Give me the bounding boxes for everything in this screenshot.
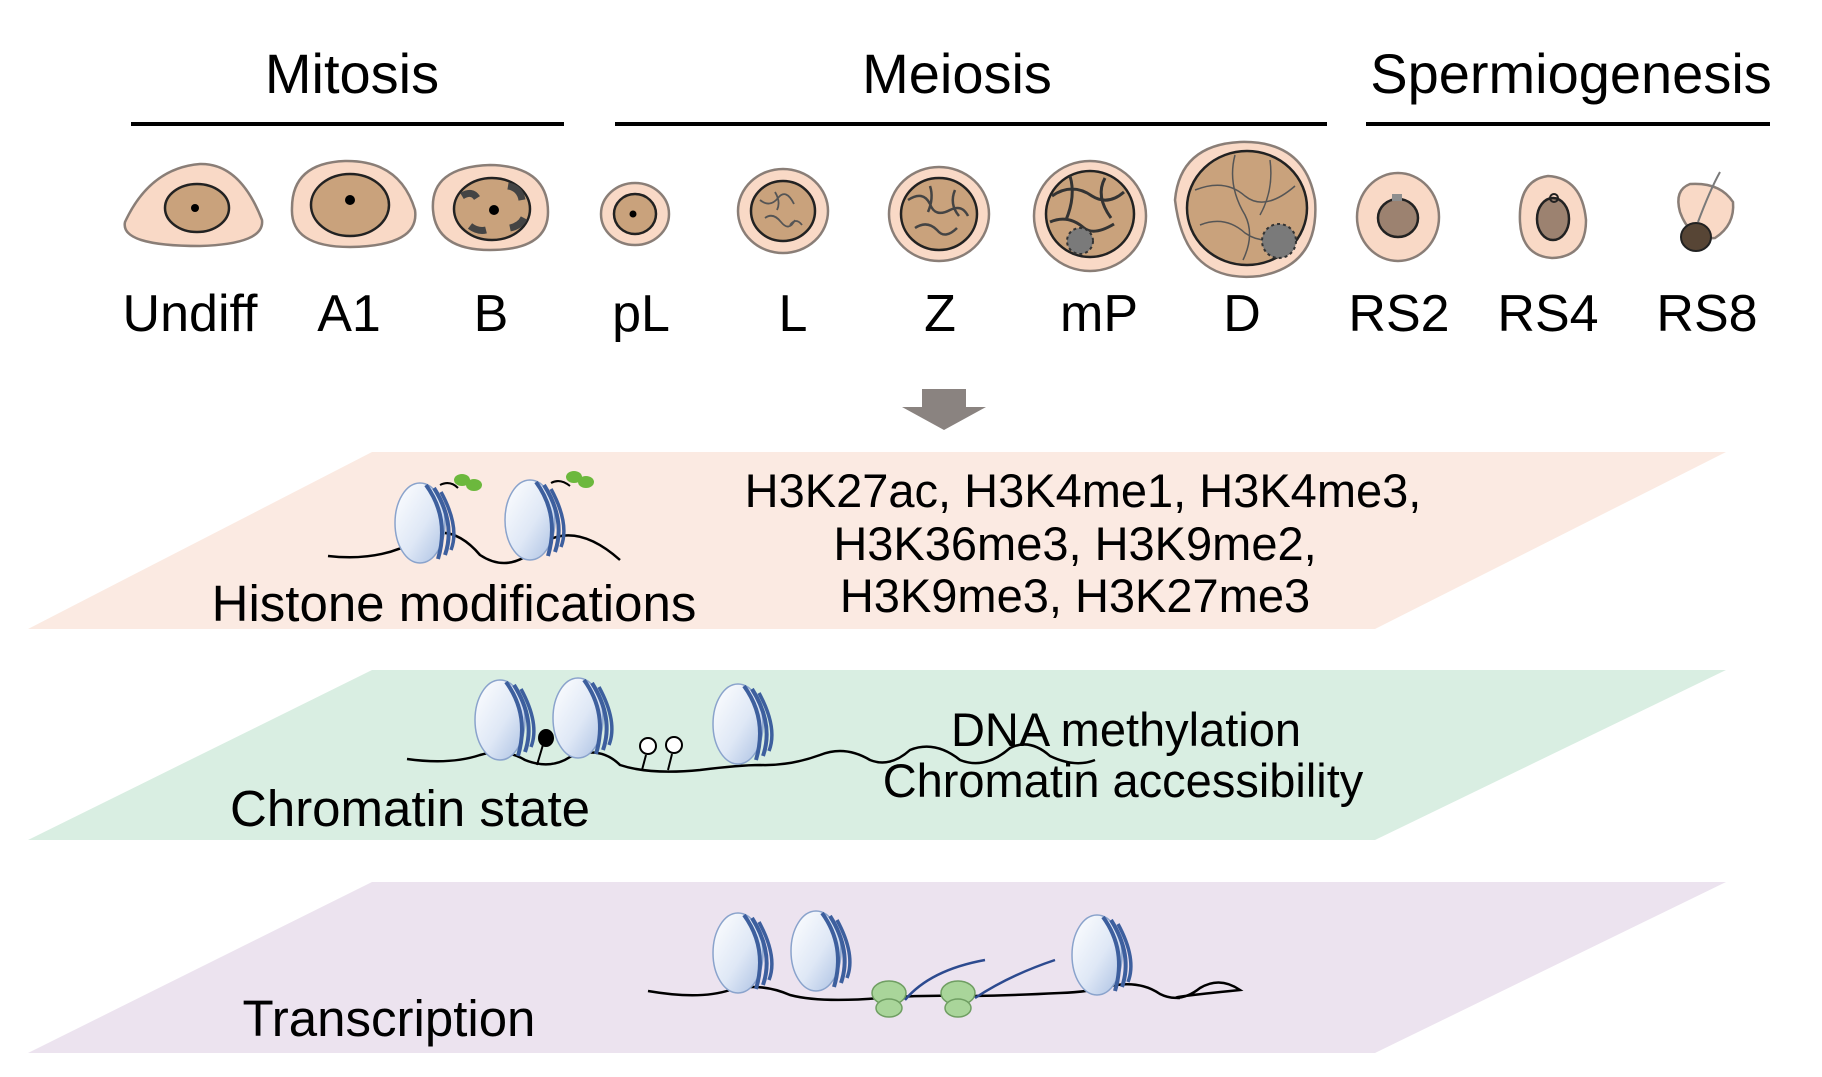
cell-row bbox=[123, 140, 1735, 279]
layer-transcription: Transcription bbox=[28, 882, 1726, 1053]
layer-plane-transcription bbox=[28, 882, 1726, 1053]
cell-z bbox=[887, 165, 991, 263]
stage-label: A1 bbox=[317, 285, 381, 343]
stage-label: pL bbox=[612, 285, 670, 343]
histone-mark-icon bbox=[454, 471, 594, 491]
phase-label-meiosis: Meiosis bbox=[862, 42, 1052, 105]
stage-label: D bbox=[1223, 285, 1261, 343]
layer-histone-modifications: Histone modifications H3K27ac, H3K4me1, … bbox=[28, 452, 1726, 632]
cell-rs4 bbox=[1518, 174, 1588, 260]
cell-undiff bbox=[123, 162, 264, 248]
layer-title-transcription: Transcription bbox=[243, 990, 536, 1047]
nucleosome-icon bbox=[406, 676, 1096, 773]
histone-marks-line-1: H3K27ac, H3K4me1, H3K4me3, bbox=[745, 464, 1422, 517]
nucleosome-icon bbox=[647, 909, 1244, 1002]
stage-labels: Undiff A1 B pL L Z mP D RS2 RS4 RS8 bbox=[123, 285, 1758, 343]
rna-transcript-icon bbox=[904, 958, 1056, 1001]
layer-title-chromatin: Chromatin state bbox=[230, 780, 590, 837]
stage-label: L bbox=[779, 285, 808, 343]
stage-label: RS2 bbox=[1348, 285, 1449, 343]
stage-label: RS4 bbox=[1497, 285, 1598, 343]
cell-rs2 bbox=[1355, 171, 1441, 263]
down-arrow-icon bbox=[902, 389, 986, 430]
layer-plane-chromatin bbox=[28, 670, 1726, 840]
histone-marks-line-3: H3K9me3, H3K27me3 bbox=[840, 569, 1310, 622]
stage-label: Z bbox=[924, 285, 956, 343]
cell-a1 bbox=[290, 159, 417, 249]
stage-label: Undiff bbox=[123, 285, 258, 343]
layer-plane-histone bbox=[28, 452, 1726, 629]
phase-headers: Mitosis Meiosis Spermiogenesis bbox=[131, 42, 1772, 126]
cell-d bbox=[1173, 140, 1317, 279]
stage-label: RS8 bbox=[1656, 285, 1757, 343]
methyl-group-icon bbox=[536, 729, 683, 771]
stage-label: B bbox=[474, 285, 509, 343]
phase-label-mitosis: Mitosis bbox=[265, 42, 439, 105]
stage-label: mP bbox=[1060, 285, 1138, 343]
rna-polymerase-icon bbox=[871, 980, 976, 1018]
cell-l bbox=[736, 167, 830, 255]
cell-b bbox=[431, 163, 550, 252]
cell-pl bbox=[599, 181, 671, 247]
layer-title-histone: Histone modifications bbox=[212, 575, 697, 632]
phase-label-spermiogenesis: Spermiogenesis bbox=[1370, 42, 1772, 105]
cell-rs8 bbox=[1677, 171, 1735, 252]
chromatin-marks-line-2: Chromatin accessibility bbox=[883, 754, 1364, 807]
layer-chromatin-state: Chromatin state DNA methylation Chromati… bbox=[28, 670, 1726, 840]
histone-marks-line-2: H3K36me3, H3K9me2, bbox=[833, 517, 1316, 570]
chromatin-marks-line-1: DNA methylation bbox=[951, 703, 1301, 756]
nucleosome-icon bbox=[327, 478, 621, 565]
cell-mp bbox=[1032, 159, 1148, 273]
